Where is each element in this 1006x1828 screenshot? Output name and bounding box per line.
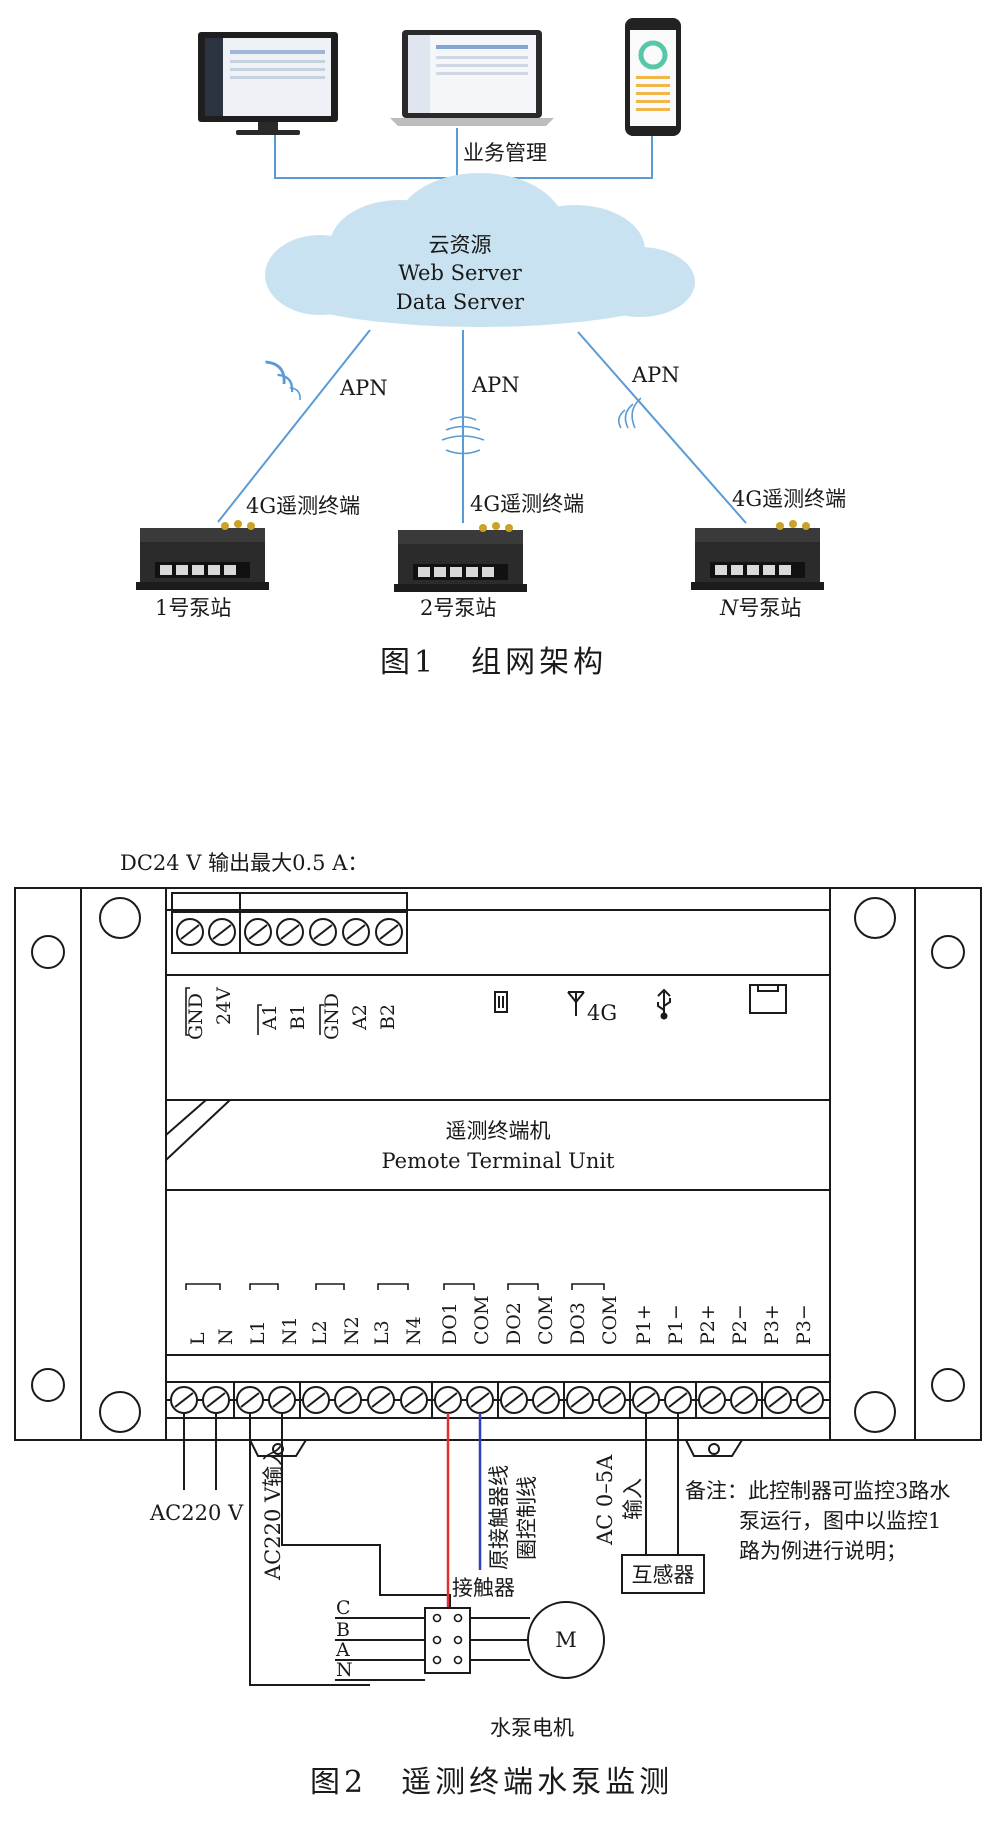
motor-icon: M bbox=[527, 1601, 605, 1679]
phase-label-c: C bbox=[336, 1597, 351, 1619]
dc-output-note: DC24 V 输出最大0.5 A： bbox=[120, 851, 368, 875]
note-line-2: 泵运行，图中以监控1 bbox=[739, 1509, 941, 1533]
bottom-label-do1: DO1 bbox=[439, 1302, 461, 1345]
phase-lines bbox=[335, 1617, 530, 1681]
device-title-cn: 遥测终端机 bbox=[446, 1119, 551, 1143]
smartphone-icon bbox=[625, 18, 681, 136]
apn-label-2: APN bbox=[471, 373, 520, 397]
signal-waves-3 bbox=[617, 397, 642, 429]
bottom-label-n1: N1 bbox=[279, 1316, 301, 1345]
top-label-24v: 24V bbox=[213, 987, 235, 1025]
motor-symbol: M bbox=[555, 1628, 577, 1652]
ac220-label: AC220 V bbox=[149, 1501, 244, 1525]
note-line-1: 备注：此控制器可监控3路水 bbox=[685, 1479, 950, 1503]
bottom-label-brackets bbox=[185, 1283, 605, 1290]
top-label-gnd-2: GND bbox=[321, 993, 343, 1040]
top-label-a1: A1 bbox=[259, 1004, 281, 1031]
transformer-label: 互感器 bbox=[632, 1563, 695, 1587]
bottom-label-p3-plus: P3+ bbox=[761, 1304, 783, 1345]
top-label-a2: A2 bbox=[349, 1004, 371, 1031]
contactor-icon bbox=[424, 1607, 471, 1674]
bottom-terminal-blocks bbox=[165, 1381, 831, 1419]
din-clips bbox=[249, 1439, 743, 1457]
phase-label-a: A bbox=[335, 1639, 350, 1661]
top-label-gnd: GND bbox=[185, 993, 207, 1040]
antenna-icon bbox=[567, 991, 585, 1016]
contactor-label: 接触器 bbox=[452, 1576, 515, 1600]
bottom-label-l2: L2 bbox=[309, 1320, 331, 1345]
station-label-1: 1号泵站 bbox=[155, 596, 231, 620]
bottom-label-n: N bbox=[215, 1328, 237, 1345]
power-wires bbox=[183, 1413, 679, 1686]
top-label-b2: B2 bbox=[377, 1004, 399, 1030]
top-terminal-labels: GND 24V A1 B1 GND A2 B2 bbox=[185, 987, 399, 1040]
figure1-caption: 图1 组网架构 bbox=[380, 645, 607, 680]
usb-icon bbox=[657, 988, 671, 1020]
bottom-label-do2: DO2 bbox=[503, 1302, 525, 1345]
device-housing bbox=[14, 887, 982, 1441]
device-title-en: Pemote Terminal Unit bbox=[382, 1149, 616, 1173]
bottom-label-com-3: COM bbox=[599, 1295, 621, 1345]
sim-card-icon bbox=[494, 991, 508, 1013]
desktop-monitor-icon bbox=[198, 32, 338, 135]
bottom-label-l3: L3 bbox=[371, 1320, 393, 1345]
transformer-box bbox=[621, 1554, 705, 1594]
bottom-label-l: L bbox=[187, 1332, 209, 1345]
cloud-title: 云资源 bbox=[429, 233, 492, 257]
motor-label: 水泵电机 bbox=[490, 1716, 574, 1740]
figure1-network: 业务管理 云资源 Web Server Data Server bbox=[136, 18, 846, 680]
bottom-label-com-2: COM bbox=[535, 1295, 557, 1345]
figure2-wiring: DC24 V 输出最大0.5 A： bbox=[14, 851, 982, 1800]
cloud-icon bbox=[265, 173, 695, 327]
ac-range-label: AC 0–5A bbox=[593, 1454, 617, 1546]
bottom-label-p2-minus: P2− bbox=[729, 1304, 751, 1345]
phase-label-n: N bbox=[336, 1659, 353, 1681]
coil-wire-label-1: 原接触器线 bbox=[487, 1465, 511, 1570]
apn-label-3: APN bbox=[631, 363, 680, 387]
top-label-b1: B1 bbox=[287, 1004, 309, 1030]
apn-label-1: APN bbox=[339, 376, 388, 400]
bottom-label-p3-minus: P3− bbox=[793, 1304, 815, 1345]
input-label: 输入 bbox=[621, 1478, 645, 1520]
router-icon-2 bbox=[394, 522, 527, 592]
top-terminal-screws bbox=[176, 918, 403, 946]
terminal-label-1: 4G遥测终端 bbox=[246, 494, 360, 518]
bottom-label-com-1: COM bbox=[471, 1295, 493, 1345]
bottom-terminal-labels: L N L1 N1 L2 N2 L3 N4 DO1 COM DO2 COM DO… bbox=[187, 1295, 815, 1345]
laptop-icon bbox=[390, 30, 554, 126]
top-label-brackets bbox=[185, 987, 324, 1036]
bottom-label-do3: DO3 bbox=[567, 1302, 589, 1345]
ethernet-port-icon bbox=[749, 984, 787, 1014]
note-line-3: 路为例进行说明； bbox=[739, 1539, 907, 1563]
signal-waves-1 bbox=[264, 355, 304, 401]
signal-waves-2 bbox=[441, 416, 485, 455]
router-icon-1 bbox=[136, 520, 269, 590]
bottom-label-p1-plus: P1+ bbox=[633, 1304, 655, 1345]
bottom-label-l1: L1 bbox=[247, 1320, 269, 1345]
station-label-3: N号泵站 bbox=[719, 596, 801, 620]
router-icon-3 bbox=[691, 520, 824, 590]
bottom-label-p1-minus: P1− bbox=[665, 1304, 687, 1345]
figure2-caption: 图2 遥测终端水泵监测 bbox=[310, 1765, 673, 1800]
cloud-web-server: Web Server bbox=[398, 261, 523, 285]
bottom-label-n4: N4 bbox=[403, 1316, 425, 1345]
bottom-label-p2-plus: P2+ bbox=[697, 1304, 719, 1345]
ac220-input-label: AC220 V输入 bbox=[261, 1445, 285, 1581]
port-4g-label: 4G bbox=[587, 1001, 617, 1025]
cloud-data-server: Data Server bbox=[396, 290, 525, 314]
terminal-label-3: 4G遥测终端 bbox=[732, 487, 846, 511]
phase-label-b: B bbox=[336, 1619, 350, 1641]
bottom-label-n2: N2 bbox=[341, 1316, 363, 1345]
coil-wire-label-2: 圈控制线 bbox=[515, 1476, 539, 1560]
mounting-holes bbox=[31, 897, 965, 1433]
station-label-2: 2号泵站 bbox=[420, 596, 496, 620]
business-management-label: 业务管理 bbox=[463, 141, 547, 165]
terminal-label-2: 4G遥测终端 bbox=[470, 492, 584, 516]
